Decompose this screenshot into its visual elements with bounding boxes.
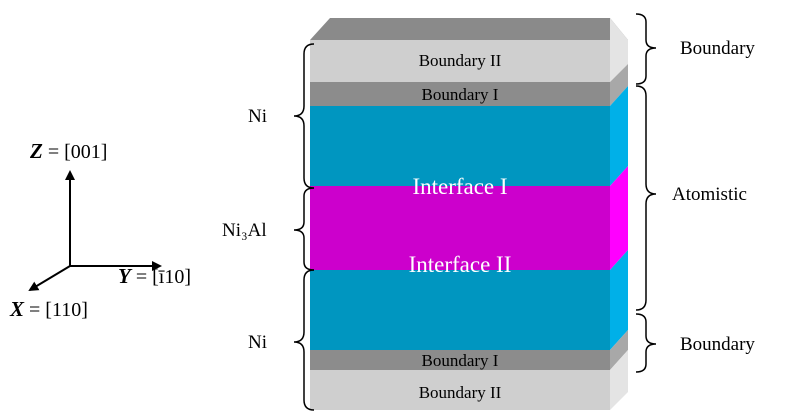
x-axis-label: X = [110]: [9, 297, 88, 321]
layer-ni-bottom: [310, 270, 610, 350]
y-axis-label: Y = [ī10]: [118, 264, 191, 288]
slab: Boundary II Boundary I Interface I Inter…: [310, 18, 628, 410]
label-boundary-ii-bottom: Boundary II: [419, 383, 502, 402]
layer-boundary-i-bottom: [310, 350, 610, 370]
brace-ni-bottom: [293, 269, 315, 411]
layer-boundary-ii-bottom: [310, 370, 610, 410]
side-ni-bottom: [610, 250, 628, 350]
layer-boundary-ii-top: [310, 40, 610, 82]
brace-atomistic: [635, 85, 657, 311]
y-axis-var: Y: [118, 264, 133, 288]
label-boundary-ii-top: Boundary II: [419, 51, 502, 70]
side-boundary-i-top: [610, 64, 628, 106]
side-boundary-i-bottom: [610, 330, 628, 370]
side-ni3al: [610, 166, 628, 270]
brace-boundary-bottom: [635, 313, 657, 373]
layer-boundary-i-top: [310, 82, 610, 106]
label-atomistic: Atomistic: [672, 184, 747, 205]
slab-top-face: [310, 18, 628, 40]
side-ni-top: [610, 86, 628, 186]
label-boundary-bottom: Boundary: [680, 334, 755, 355]
side-boundary-ii-bottom: [610, 350, 628, 410]
label-ni-bottom: Ni: [248, 332, 267, 353]
label-boundary-i-top: Boundary I: [422, 85, 499, 104]
side-boundary-ii-top: [610, 18, 628, 82]
brace-ni3al: [293, 187, 315, 271]
layer-ni-top: [310, 106, 610, 186]
label-ni3al: Ni₃Al: [222, 220, 267, 241]
z-axis-var: Z: [29, 139, 43, 163]
y-axis-value: = [ī10]: [131, 266, 191, 288]
z-axis-label: Z = [001]: [29, 139, 107, 163]
label-boundary-top: Boundary: [680, 38, 755, 59]
right-annotations: [635, 13, 657, 373]
brace-boundary-top: [635, 13, 657, 85]
left-annotations: [293, 43, 315, 411]
x-axis-value: = [110]: [24, 299, 88, 321]
label-interface-ii: Interface II: [409, 252, 512, 277]
layer-ni3al: [310, 186, 610, 270]
label-interface-i: Interface I: [412, 174, 507, 199]
brace-ni-top: [293, 43, 315, 189]
z-axis-value: = [001]: [43, 141, 108, 163]
x-axis-arrow: [28, 265, 71, 292]
x-axis-var: X: [9, 297, 25, 321]
label-ni-top: Ni: [248, 106, 267, 127]
label-boundary-i-bottom: Boundary I: [422, 351, 499, 370]
coordinate-axes: Z = [001] Y = [ī10] X = [110]: [9, 139, 191, 321]
